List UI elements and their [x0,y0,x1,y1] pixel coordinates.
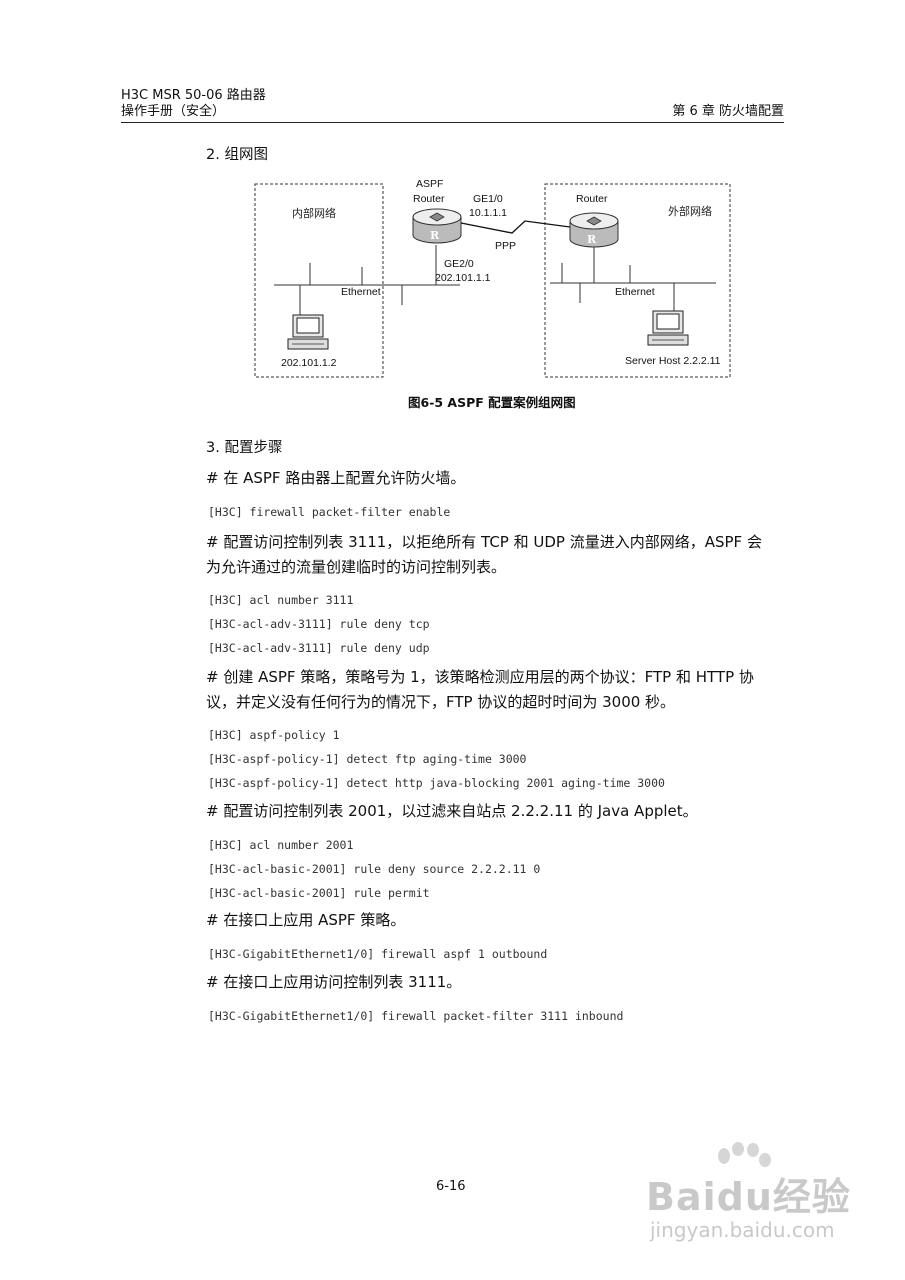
outer-network-label: 外部网络 [668,204,712,218]
code-line: [H3C-aspf-policy-1] detect ftp aging-tim… [208,752,527,766]
aspf-router-label-1: ASPF [416,178,443,190]
ge1-ip: 10.1.1.1 [469,207,507,219]
code-line: [H3C] acl number 2001 [208,838,354,852]
section-steps-heading: 3. 配置步骤 [206,440,283,456]
aspf-router-glyph: R [430,229,440,242]
step-paragraph-2b: 为允许通过的流量创建临时的访问控制列表。 [206,558,507,576]
remote-router-label: Router [576,193,608,205]
header-chapter: 第 6 章 防火墙配置 [672,104,784,119]
step-paragraph-4: # 配置访问控制列表 2001，以过滤来自站点 2.2.2.11 的 Java … [206,802,698,820]
header-rule [121,122,784,123]
paw-logo-icon [718,1142,771,1167]
inner-network-box [254,183,384,378]
step-paragraph-3a: # 创建 ASPF 策略，策略号为 1，该策略检测应用层的两个协议：FTP 和 … [206,668,754,686]
watermark-logo: Baidu经验 [646,1175,851,1219]
step-paragraph-2a: # 配置访问控制列表 3111，以拒绝所有 TCP 和 UDP 流量进入内部网络… [206,533,762,551]
header-manual: 操作手册（安全） [121,104,226,119]
network-diagram: 内部网络 外部网络 Ethernet 202.101.1.2 ASPF Rout… [254,178,731,378]
ge1-label: GE1/0 [473,193,503,205]
code-line: [H3C-acl-basic-2001] rule permit [208,886,430,900]
code-line: [H3C-GigabitEthernet1/0] firewall aspf 1… [208,947,548,961]
code-line: [H3C-aspf-policy-1] detect http java-blo… [208,776,665,790]
step-paragraph-5: # 在接口上应用 ASPF 策略。 [206,911,406,929]
remote-router-glyph: R [587,233,597,246]
code-line: [H3C] aspf-policy 1 [208,728,340,742]
outer-network-box [544,183,731,378]
inner-network-label: 内部网络 [292,206,336,220]
watermark-url: jingyan.baidu.com [650,1218,835,1242]
code-line: [H3C-acl-basic-2001] rule deny source 2.… [208,862,541,876]
aspf-router-icon: R [412,208,462,244]
ethernet-right-label: Ethernet [615,286,655,298]
server-icon-right [647,310,689,346]
code-line: [H3C-GigabitEthernet1/0] firewall packet… [208,1009,624,1023]
header-product: H3C MSR 50-06 路由器 [121,88,266,103]
aspf-router-label-2: Router [413,193,445,205]
host-right-label: Server Host 2.2.2.11 [625,355,721,367]
host-left-ip: 202.101.1.2 [281,357,337,369]
section-network-heading: 2. 组网图 [206,147,268,163]
ge2-ip: 202.101.1.1 [435,272,491,284]
step-paragraph-6: # 在接口上应用访问控制列表 3111。 [206,973,462,991]
code-line: [H3C] acl number 3111 [208,593,354,607]
ppp-label: PPP [495,240,516,252]
step-paragraph-3b: 议，并定义没有任何行为的情况下，FTP 协议的超时时间为 3000 秒。 [206,693,676,711]
ge2-label: GE2/0 [444,258,474,270]
code-line: [H3C] firewall packet-filter enable [208,505,451,519]
pc-icon-left [287,314,329,350]
ppp-link [460,220,571,234]
page-number: 6-16 [436,1179,466,1194]
figure-caption: 图6-5 ASPF 配置案例组网图 [408,395,576,410]
remote-router-icon: R [569,212,619,248]
ethernet-left-label: Ethernet [341,286,381,298]
code-line: [H3C-acl-adv-3111] rule deny tcp [208,617,430,631]
step-paragraph-1: # 在 ASPF 路由器上配置允许防火墙。 [206,469,466,487]
code-line: [H3C-acl-adv-3111] rule deny udp [208,641,430,655]
